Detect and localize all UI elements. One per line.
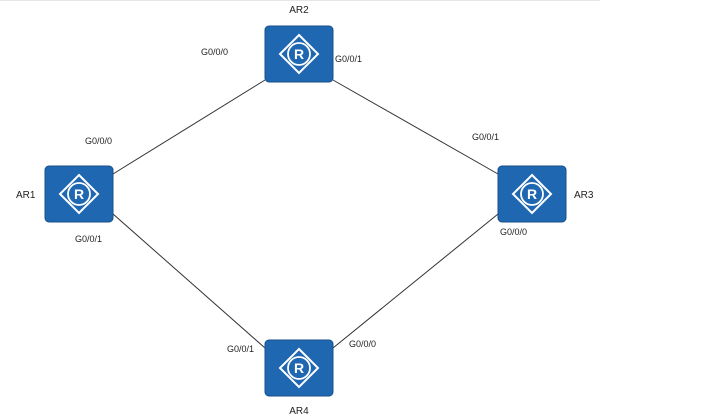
router-glyph: R (527, 186, 537, 202)
link-ar1-ar2 (112, 79, 266, 175)
port-label-ar1: G0/0/1 (75, 234, 102, 244)
router-name-ar3: AR3 (574, 190, 594, 201)
router-icon: R (58, 173, 100, 215)
router-glyph: R (294, 360, 304, 376)
router-box (497, 165, 567, 223)
router-ar3[interactable]: R (497, 165, 567, 223)
router-box (44, 165, 114, 223)
router-glyph: R (294, 46, 304, 62)
router-ar2[interactable]: R (264, 25, 334, 83)
link-ar2-ar3 (332, 79, 499, 175)
router-name-ar2: AR2 (289, 5, 309, 16)
router-ar1[interactable]: R (44, 165, 114, 223)
port-label-ar4: G0/0/1 (227, 344, 254, 354)
port-label-ar3: G0/0/0 (500, 227, 527, 237)
top-divider (0, 0, 600, 1)
router-box (264, 339, 334, 397)
link-ar1-ar4 (112, 213, 266, 349)
link-ar4-ar3 (332, 213, 499, 349)
router-icon: R (278, 347, 320, 389)
port-label-ar2: G0/0/0 (201, 47, 228, 57)
router-box (264, 25, 334, 83)
router-icon: R (511, 173, 553, 215)
links-layer (112, 79, 499, 349)
routers-layer: R R R R (44, 25, 567, 397)
port-label-ar2: G0/0/1 (335, 54, 362, 64)
port-label-ar1: G0/0/0 (85, 136, 112, 146)
port-label-ar3: G0/0/1 (472, 132, 499, 142)
router-ar4[interactable]: R (264, 339, 334, 397)
router-name-ar1: AR1 (16, 190, 36, 201)
router-glyph: R (74, 186, 84, 202)
port-label-ar4: G0/0/0 (349, 339, 376, 349)
router-icon: R (278, 33, 320, 75)
router-name-ar4: AR4 (289, 406, 309, 417)
